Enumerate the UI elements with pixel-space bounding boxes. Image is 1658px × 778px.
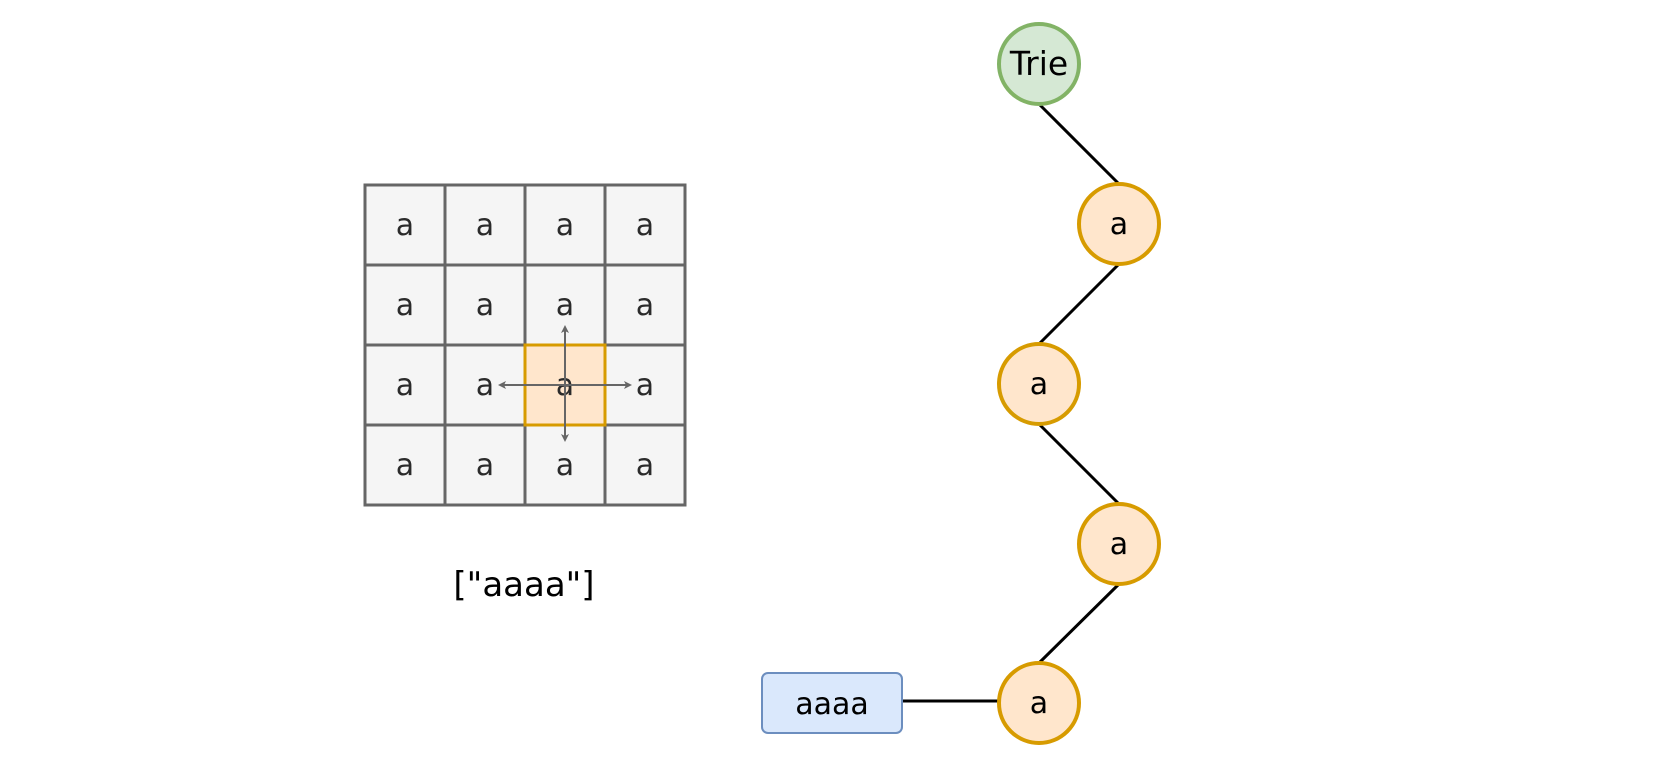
grid-cell-letter: a [476, 288, 494, 323]
trie-root-label: Trie [1009, 44, 1068, 83]
neighbor-arrows [498, 325, 632, 442]
trie-word-label: aaaa [795, 687, 869, 722]
trie-node: a [997, 342, 1081, 426]
grid-cell-letter: a [396, 368, 414, 403]
grid-cell: a [443, 263, 527, 347]
grid-cell-letter: a [636, 288, 654, 323]
grid-cell: a [363, 183, 447, 267]
grid-cell-letter: a [396, 288, 414, 323]
grid-cell: a [603, 183, 687, 267]
grid-cell-letter: a [476, 368, 494, 403]
grid-cell: a [443, 423, 527, 507]
trie-node-label: a [1030, 686, 1048, 721]
grid-cell-letter: a [396, 208, 414, 243]
grid-cell-letter: a [636, 208, 654, 243]
trie-word-box: aaaa [761, 672, 903, 734]
words-list-label: ["aaaa"] [453, 565, 594, 605]
grid-cell: a [603, 423, 687, 507]
grid-cell: a [363, 343, 447, 427]
trie-edge [1037, 102, 1121, 186]
trie-edge [1037, 582, 1121, 665]
trie-node-label: a [1110, 527, 1128, 562]
grid-cell: a [603, 263, 687, 347]
grid-cell: a [363, 423, 447, 507]
grid-cell-letter: a [556, 288, 574, 323]
grid-cell-letter: a [396, 448, 414, 483]
grid-cell-letter: a [476, 208, 494, 243]
grid-cell: a [363, 263, 447, 347]
trie-node: a [997, 661, 1081, 745]
trie-node-label: a [1030, 367, 1048, 402]
trie-node-label: a [1110, 207, 1128, 242]
trie-node: a [1077, 502, 1161, 586]
letter-grid: aaaaaaaaaaaaaaaa [363, 183, 687, 507]
grid-cell-letter: a [636, 368, 654, 403]
trie-edge [1037, 422, 1121, 506]
grid-cell: a [523, 183, 607, 267]
grid-cell-letter: a [476, 448, 494, 483]
trie-root-node: Trie [997, 22, 1081, 106]
trie-edge [1037, 262, 1121, 346]
grid-cell-letter: a [636, 448, 654, 483]
grid-cell-letter: a [556, 208, 574, 243]
trie-node: a [1077, 182, 1161, 266]
grid-cell: a [443, 183, 527, 267]
grid-cell-letter: a [556, 448, 574, 483]
trie-edges [902, 102, 1121, 703]
